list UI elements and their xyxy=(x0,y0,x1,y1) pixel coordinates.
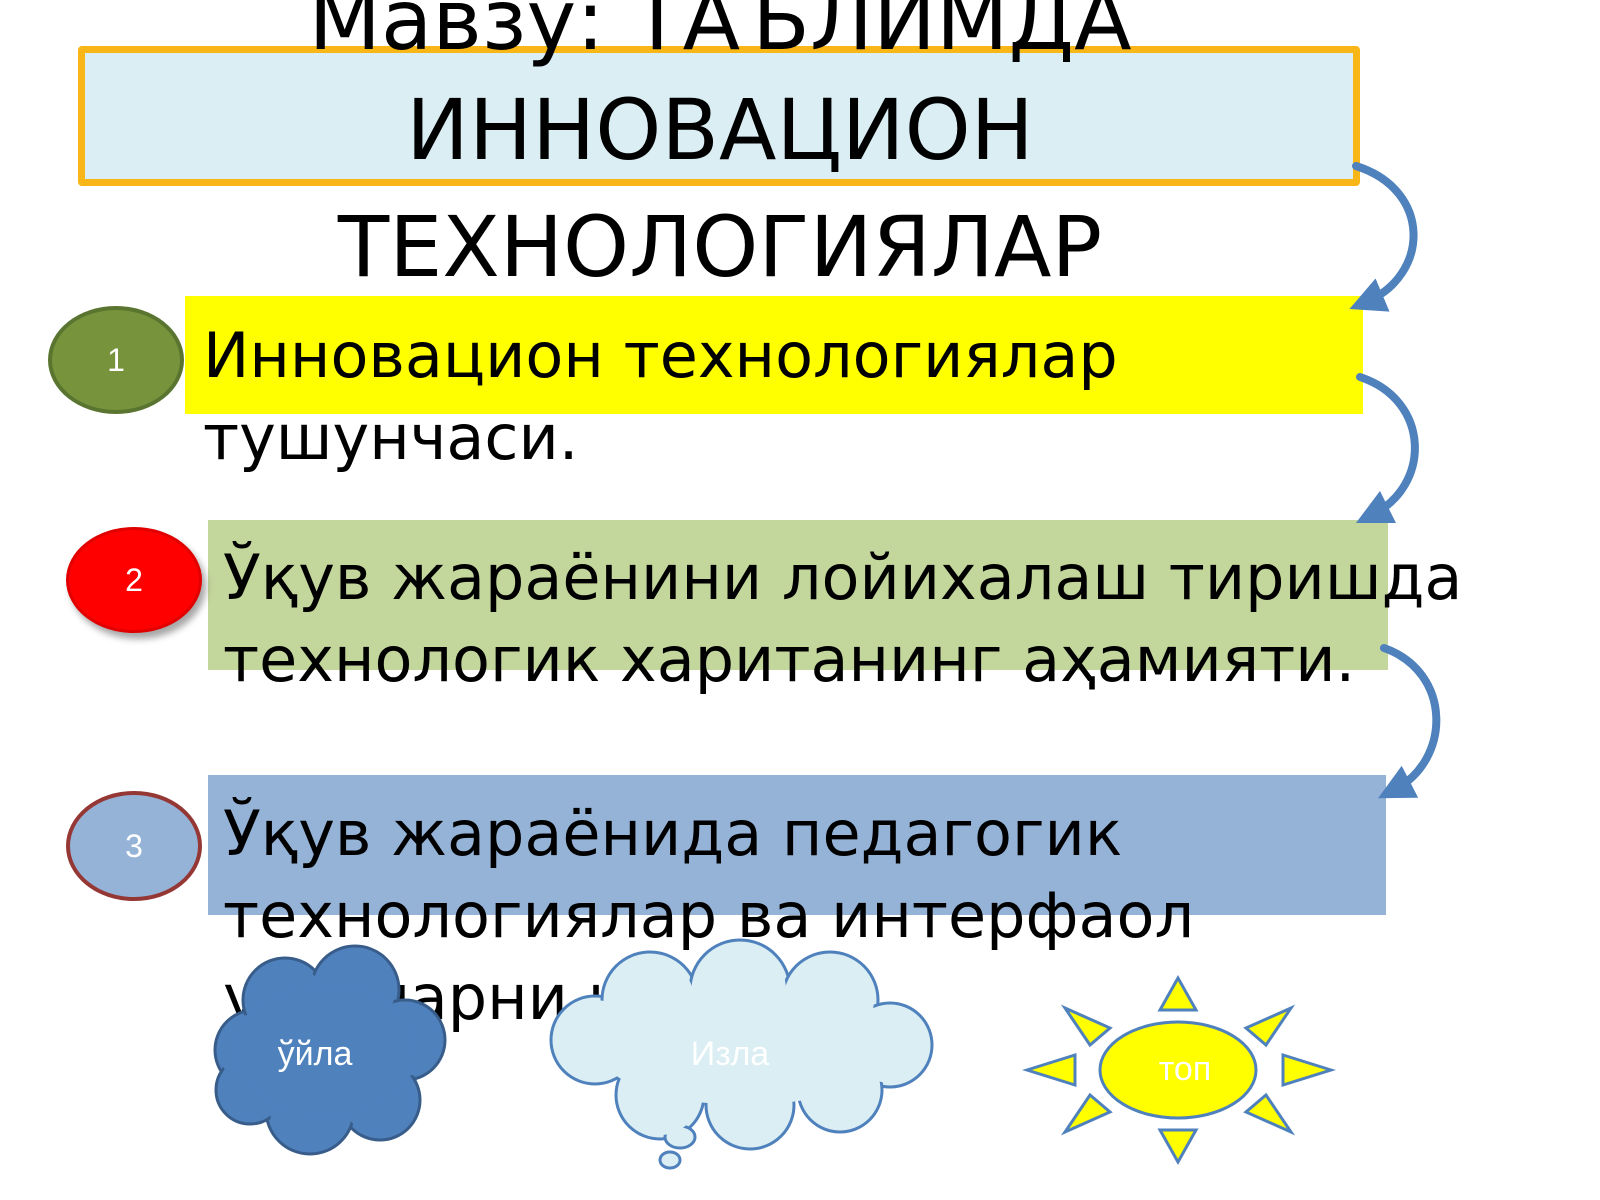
item-1-line-1: Инновацион технологиялар xyxy=(203,319,1118,392)
number-oval-3: 3 xyxy=(66,791,202,901)
item-2-text: Ўқув жараёнини лойихалаш тиришда техноло… xyxy=(223,537,1462,701)
title-line-3: ТЕХНОЛОГИЯЛАР xyxy=(337,198,1103,296)
title-line-1: Мавзу: ТАЪЛИМДА xyxy=(308,0,1132,69)
item-1-line-2: тушунчаси. xyxy=(203,401,579,474)
curved-arrow-1 xyxy=(1349,162,1418,312)
number-oval-1: 1 xyxy=(48,306,184,414)
item-1-text: Инновацион технологиялар тушунчаси. xyxy=(203,315,1118,479)
item-3-band xyxy=(208,775,1386,915)
curved-arrow-3 xyxy=(1378,644,1441,799)
item-3-line-2: технологиялар ва интерфаол xyxy=(223,879,1195,952)
title-line-2: ИННОВАЦИОН xyxy=(406,81,1034,179)
item-2-line-1: Ўқув жараёнини лойихалаш тиришда xyxy=(223,541,1463,614)
cloud-label-search: Изла xyxy=(690,1035,770,1073)
item-1-band xyxy=(185,296,1363,414)
title-box xyxy=(78,46,1360,186)
item-2-band xyxy=(208,520,1388,670)
cloud-shape-think xyxy=(213,944,447,1156)
item-2-line-2: технологик хаританинг аҳамияти. xyxy=(223,623,1356,696)
sun-shape-find xyxy=(1021,974,1337,1166)
cloud-label-think: ўйла xyxy=(277,1035,353,1073)
item-3-line-1: Ўқув жараёнида педагогик xyxy=(223,797,1123,870)
thought-cloud-search xyxy=(549,938,934,1170)
curved-arrow-2 xyxy=(1355,373,1419,524)
sun-label-find: топ xyxy=(1158,1050,1212,1088)
number-oval-2: 2 xyxy=(66,527,202,633)
